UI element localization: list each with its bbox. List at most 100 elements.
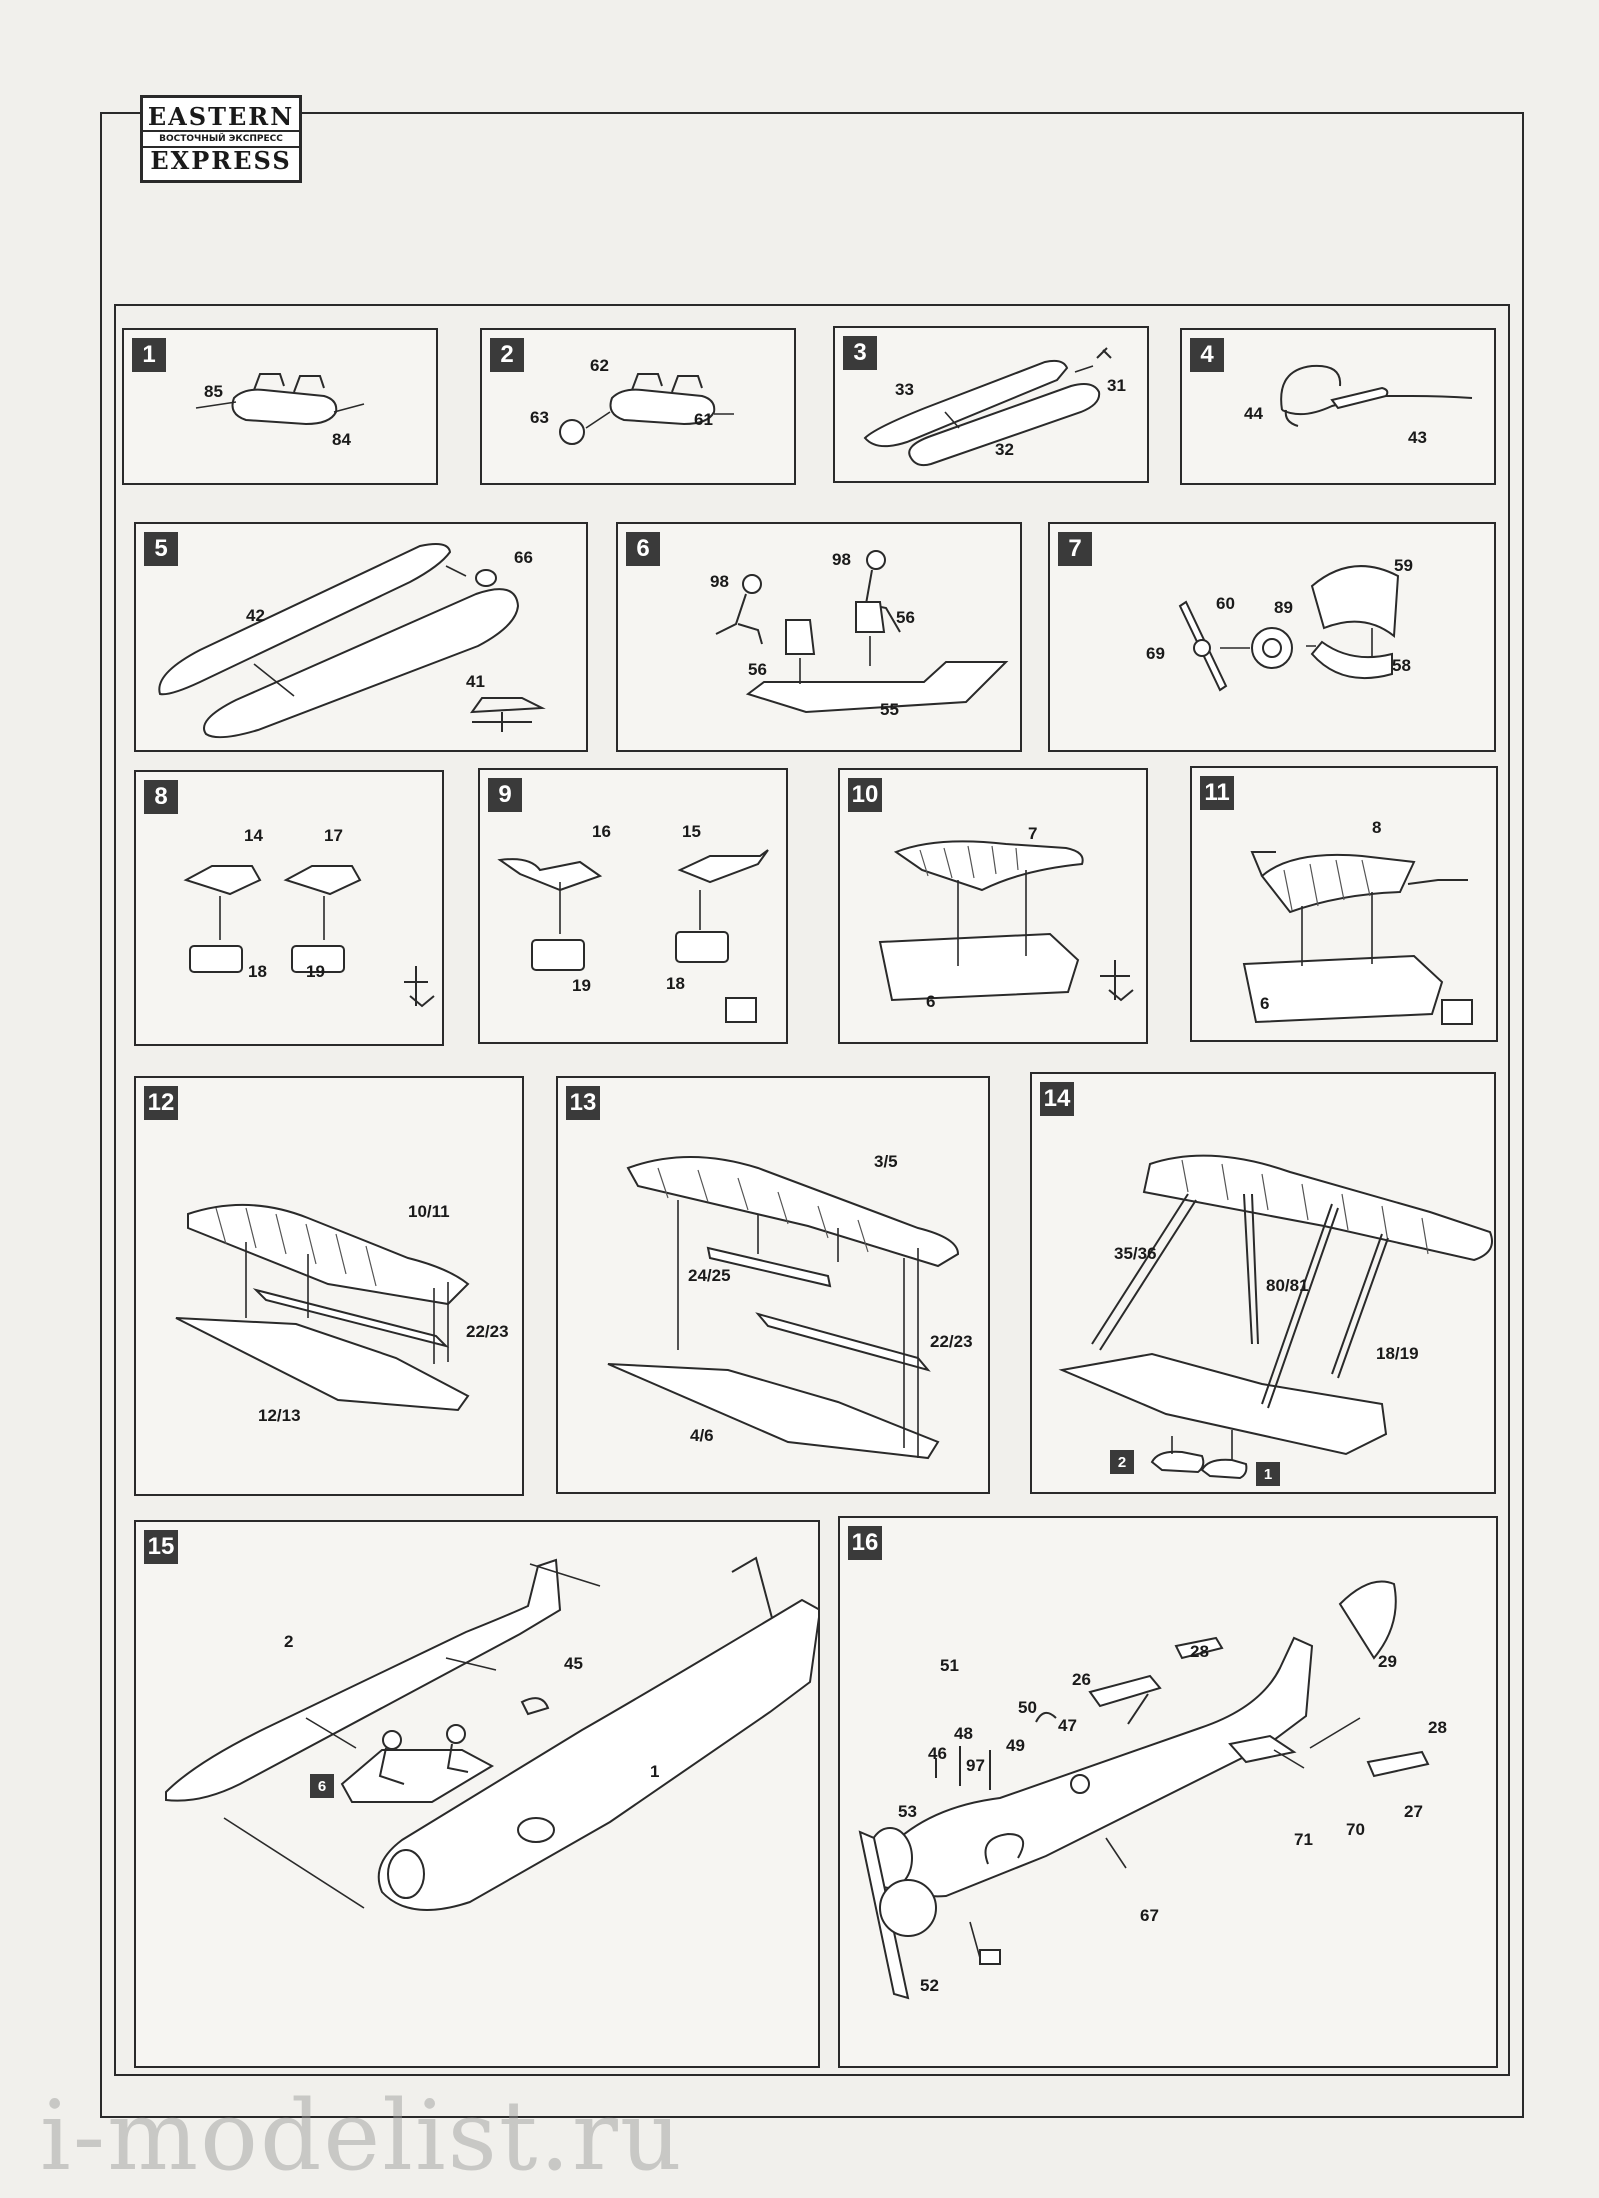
part-label: 98: [832, 550, 851, 569]
step-5-illustration: [158, 543, 546, 739]
part-label: 44: [1244, 404, 1263, 423]
step-16-illustration: [858, 1580, 1430, 2000]
part-label: 63: [530, 408, 549, 427]
part-label: 45: [564, 1654, 583, 1673]
part-label: 19: [572, 976, 591, 995]
step-reference-badge: 2: [1110, 1450, 1134, 1474]
part-label: 50: [1018, 1698, 1037, 1717]
part-label: 55: [880, 700, 899, 719]
part-label: 4/6: [690, 1426, 714, 1445]
step-16-notch: [640, 1836, 656, 1840]
step-8-illustration: [183, 865, 435, 1008]
step-number: 6: [626, 532, 660, 566]
part-label: 26: [1072, 1670, 1091, 1689]
part-label: 66: [514, 548, 533, 567]
step-3-illustration: [863, 347, 1112, 467]
step-8-panel: 8 14 17 18 19: [134, 770, 444, 1046]
part-label: 56: [896, 608, 915, 627]
part-label: 2: [284, 1632, 294, 1651]
part-label: 59: [1394, 556, 1413, 575]
step-12-illustration: [175, 1203, 470, 1412]
part-label: 27: [1404, 1802, 1423, 1821]
outer-frame: [100, 112, 1524, 2118]
step-9-illustration: [497, 849, 769, 1023]
step-7-illustration: [1178, 565, 1400, 692]
part-label: 18: [248, 962, 267, 981]
part-label: 48: [954, 1724, 973, 1743]
step-10-illustration: [878, 840, 1134, 1002]
part-label: 6: [926, 992, 936, 1011]
part-label: 1: [650, 1762, 660, 1781]
step-10-panel: 10 7 6: [838, 768, 1148, 1044]
step-2-illustration: [559, 373, 734, 445]
part-label: 12/13: [258, 1406, 301, 1425]
part-label: 33: [895, 380, 914, 399]
step-14-illustration: [1058, 1154, 1493, 1480]
part-label: 14: [244, 826, 263, 845]
part-label: 80/81: [1266, 1276, 1309, 1295]
step-reference-badge: 1: [1256, 1462, 1280, 1486]
part-label: 46: [928, 1744, 947, 1763]
step-number: 10: [848, 778, 882, 812]
part-label: 35/36: [1114, 1244, 1157, 1263]
step-9-panel: 9 16 15 19 18: [478, 768, 788, 1044]
step-number: 2: [490, 338, 524, 372]
part-label: 42: [246, 606, 265, 625]
part-label: 16: [592, 822, 611, 841]
part-label: 6: [1260, 994, 1270, 1013]
step-number: 16: [848, 1526, 882, 1560]
step-number: 15: [144, 1530, 178, 1564]
part-label: 28: [1428, 1718, 1447, 1737]
inner-frame: [114, 304, 1510, 2076]
step-12-panel: 12 10/11 22/23 12/13: [134, 1076, 524, 1496]
step-number: 8: [144, 780, 178, 814]
step-number: 11: [1200, 776, 1234, 810]
part-label: 61: [694, 410, 713, 429]
part-label: 22/23: [466, 1322, 509, 1341]
step-number: 9: [488, 778, 522, 812]
part-label: 62: [590, 356, 609, 375]
part-label: 43: [1408, 428, 1427, 447]
part-label: 8: [1372, 818, 1382, 837]
step-6-panel: 6 98 98 56 56 55: [616, 522, 1022, 752]
step-number: 12: [144, 1086, 178, 1120]
step-1-illustration: [195, 373, 365, 426]
logo-line1: EASTERN: [147, 102, 295, 131]
step-13-panel: 13 3/5 24/25 22/23 4/6: [556, 1076, 990, 1494]
part-label: 18/19: [1376, 1344, 1419, 1363]
part-label: 22/23: [930, 1332, 973, 1351]
part-label: 41: [466, 672, 485, 691]
step-5-panel: 5 42 66 41: [134, 522, 588, 752]
step-15-illustration: [165, 1556, 818, 1911]
step-4-panel: 4 44 43: [1180, 328, 1496, 485]
part-label: 19: [306, 962, 325, 981]
part-label: 17: [324, 826, 343, 845]
step-7-panel: 7 60 89 59 69 58: [1048, 522, 1496, 752]
part-label: 98: [710, 572, 729, 591]
eastern-express-logo: EASTERN ВОСТОЧНЫЙ ЭКСПРЕСС EXPRESS: [140, 95, 302, 183]
step-15-panel: 15 2 45 1 6: [134, 1520, 820, 2068]
step-3-panel: 3 33 31 32: [833, 326, 1149, 483]
step-11-panel: 11 8 6: [1190, 766, 1498, 1042]
part-label: 69: [1146, 644, 1165, 663]
step-2-panel: 2 62 63 61: [480, 328, 796, 485]
step-6-illustration: [715, 550, 1009, 714]
step-16-panel: 16 28 51 50 26 29 48 47 49 46 97 28 53 7…: [838, 1516, 1498, 2068]
part-label: 24/25: [688, 1266, 731, 1285]
part-label: 89: [1274, 598, 1293, 617]
part-label: 56: [748, 660, 767, 679]
part-label: 29: [1378, 1652, 1397, 1671]
part-label: 15: [682, 822, 701, 841]
step-1-panel: 1 85 84: [122, 328, 438, 485]
part-label: 3/5: [874, 1152, 898, 1171]
part-label: 18: [666, 974, 685, 993]
part-label: 85: [204, 382, 223, 401]
part-label: 67: [1140, 1906, 1159, 1925]
logo-line2: EXPRESS: [150, 146, 292, 175]
step-reference-badge: 6: [310, 1774, 334, 1798]
watermark: i-modelist.ru: [40, 2080, 684, 2192]
step-14-panel: 14 35/36 80/81 18/19 2 1: [1030, 1072, 1496, 1494]
part-label: 97: [966, 1756, 985, 1775]
step-number: 14: [1040, 1082, 1074, 1116]
part-label: 70: [1346, 1820, 1365, 1839]
